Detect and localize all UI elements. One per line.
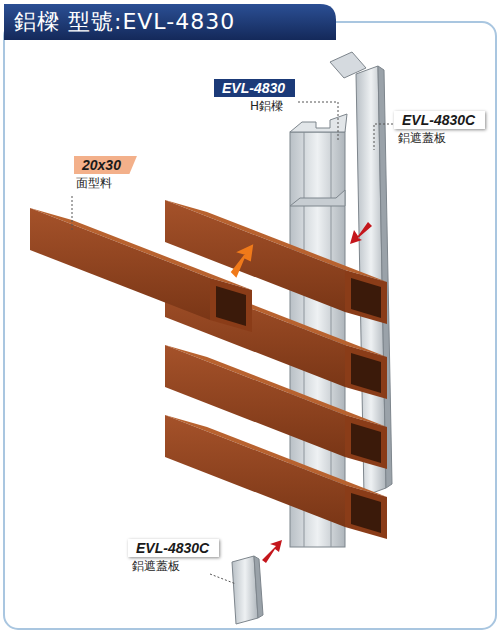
model-tag: EVL-4830	[214, 79, 295, 97]
page-title: 鋁樑 型號:EVL-4830	[14, 8, 235, 36]
red-arrow	[350, 222, 372, 244]
label-node: 20x30 面型料	[74, 155, 137, 191]
leader-lines	[72, 102, 393, 584]
title-band	[4, 4, 336, 40]
label-node: EVL-4830C 鋁遮蓋板	[394, 110, 485, 146]
small-cover-plate	[232, 556, 263, 624]
label-node: EVL-4830C 鋁遮蓋板	[128, 538, 219, 574]
part-name: H鋁樑	[250, 99, 295, 114]
model-tag: 20x30	[74, 156, 137, 174]
part-name: 面型料	[76, 176, 137, 191]
model-tag: EVL-4830C	[128, 539, 219, 557]
orange-arrow	[232, 246, 252, 276]
wood-beams	[165, 200, 387, 539]
label-node: EVL-4830H鋁樑	[214, 78, 295, 114]
part-name: 鋁遮蓋板	[132, 559, 219, 574]
part-name: 鋁遮蓋板	[398, 131, 485, 146]
loose-wood-beam	[30, 208, 252, 332]
red-arrow	[262, 540, 282, 563]
frame	[4, 22, 496, 629]
model-tag: EVL-4830C	[394, 111, 485, 129]
